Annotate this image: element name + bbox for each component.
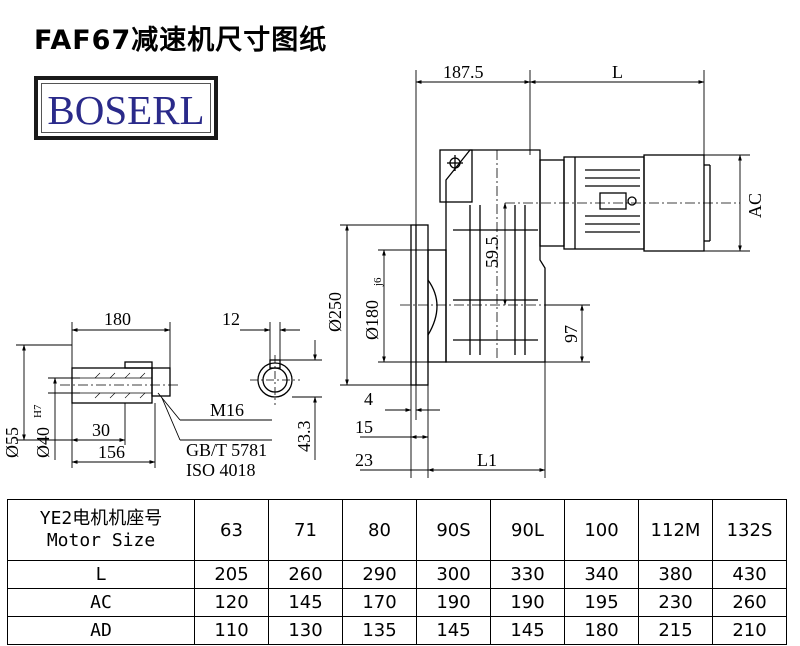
dim-d40: Ø40 (33, 427, 53, 458)
value-cell: 205 (194, 560, 269, 589)
table-header-row: YE2电机机座号 Motor Size 63 71 80 90S 90L 100… (7, 499, 787, 561)
value-cell: 145 (268, 588, 343, 617)
brand-logo: BOSERL (34, 76, 218, 140)
dim-43-3: 43.3 (294, 421, 314, 453)
standard-gb: GB/T 5781 (186, 440, 267, 460)
table-row: AD 110 130 135 145 145 180 215 210 (7, 616, 787, 645)
value-cell: 180 (564, 616, 639, 645)
size-cell: 100 (564, 499, 639, 561)
value-cell: 120 (194, 588, 269, 617)
dim-d55: Ø55 (2, 427, 22, 458)
value-cell: 230 (638, 588, 713, 617)
dim-d180-tolerance: j6 (372, 277, 384, 287)
row-label: AD (7, 616, 195, 645)
header-line-cn: YE2电机机座号 (39, 508, 163, 529)
upper-housing (439, 149, 473, 203)
size-cell: 90L (490, 499, 565, 561)
value-cell: 210 (712, 616, 787, 645)
value-cell: 190 (416, 588, 491, 617)
value-cell: 145 (490, 616, 565, 645)
hollow-shaft-detail (71, 361, 171, 404)
gear-housing (445, 149, 546, 363)
value-cell: 135 (342, 616, 417, 645)
value-cell: 195 (564, 588, 639, 617)
page-title: FAF67减速机尺寸图纸 (34, 25, 328, 56)
value-cell: 190 (490, 588, 565, 617)
terminal-box (599, 192, 627, 210)
thread-spec: M16 (210, 400, 244, 420)
dim-d40-tolerance: H7 (32, 404, 44, 418)
dim-156: 156 (98, 442, 125, 462)
dim-L: L (612, 62, 623, 82)
header-line-en: Motor Size (46, 530, 156, 551)
logo-inner-frame (41, 83, 211, 133)
table-header-label: YE2电机机座号 Motor Size (7, 499, 195, 561)
value-cell: 215 (638, 616, 713, 645)
value-cell: 260 (268, 560, 343, 589)
row-label: L (7, 560, 195, 589)
value-cell: 340 (564, 560, 639, 589)
row-label: AC (7, 588, 195, 617)
size-cell: 63 (194, 499, 269, 561)
size-cell: 80 (342, 499, 417, 561)
dim-59-5: 59.5 (482, 237, 502, 269)
dim-187-5: 187.5 (443, 62, 484, 82)
motor-size-table: YE2电机机座号 Motor Size 63 71 80 90S 90L 100… (7, 499, 787, 645)
dim-30: 30 (92, 420, 110, 440)
value-cell: 130 (268, 616, 343, 645)
dim-L1: L1 (477, 450, 497, 470)
value-cell: 170 (342, 588, 417, 617)
dim-d250: Ø250 (325, 292, 345, 332)
size-cell: 132S (712, 499, 787, 561)
value-cell: 290 (342, 560, 417, 589)
value-cell: 300 (416, 560, 491, 589)
dim-4: 4 (364, 389, 373, 409)
standard-iso: ISO 4018 (186, 460, 256, 480)
dim-d180: Ø180 (362, 300, 382, 340)
value-cell: 430 (712, 560, 787, 589)
table-row: AC 120 145 170 190 190 195 230 260 (7, 588, 787, 617)
value-cell: 260 (712, 588, 787, 617)
dim-15: 15 (355, 417, 373, 437)
dim-23: 23 (355, 450, 373, 470)
technical-drawing: 187.5 L AC 59.5 Ø250 Ø180 j6 97 4 15 23 … (2, 62, 765, 480)
dim-AC: AC (745, 193, 765, 218)
value-cell: 110 (194, 616, 269, 645)
dim-12: 12 (222, 309, 240, 329)
table-row: L 205 260 290 300 330 340 380 430 (7, 560, 787, 589)
size-cell: 71 (268, 499, 343, 561)
dim-180: 180 (104, 309, 131, 329)
value-cell: 380 (638, 560, 713, 589)
size-cell: 112M (638, 499, 713, 561)
value-cell: 330 (490, 560, 565, 589)
logo-text: BOSERL (47, 87, 205, 133)
value-cell: 145 (416, 616, 491, 645)
gearbox-assembly (410, 149, 711, 386)
dim-97: 97 (561, 325, 581, 343)
size-cell: 90S (416, 499, 491, 561)
